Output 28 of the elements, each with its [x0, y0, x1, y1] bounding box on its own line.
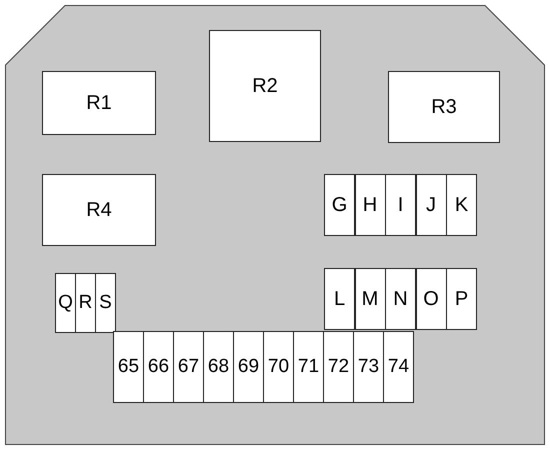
- fuse-slot: K: [446, 174, 477, 236]
- fuse-slot: 70: [263, 331, 294, 403]
- fuse-slot: P: [446, 268, 477, 330]
- fuse-slot: I: [385, 174, 416, 236]
- fuse-slot: 65: [113, 331, 144, 403]
- fuse-slot: G: [324, 174, 355, 236]
- relay-box: R3: [388, 71, 500, 143]
- fuse-slot: O: [416, 268, 446, 330]
- fuse-slot: 73: [353, 331, 384, 403]
- fuse-slot: N: [385, 268, 416, 330]
- fuse-slot: 66: [143, 331, 174, 403]
- fuse-slot: 71: [293, 331, 324, 403]
- fuse-slot: L: [324, 268, 355, 330]
- relay-box: R4: [42, 174, 156, 246]
- fuse-slot: 67: [173, 331, 204, 403]
- fuse-slot: S: [95, 273, 116, 333]
- fuse-slot: 69: [233, 331, 264, 403]
- fuse-slot: 74: [383, 331, 414, 403]
- relay-box: R2: [209, 30, 321, 142]
- fuse-slot: M: [354, 268, 386, 330]
- fuse-slot: J: [416, 174, 446, 236]
- fuse-slot: Q: [55, 273, 76, 333]
- fuse-slot: H: [354, 174, 386, 236]
- fuse-slot: R: [75, 273, 96, 333]
- fuse-slot: 72: [323, 331, 354, 403]
- fuse-slot: 68: [203, 331, 234, 403]
- relay-box: R1: [42, 71, 156, 135]
- fuse-box-panel: [5, 5, 545, 445]
